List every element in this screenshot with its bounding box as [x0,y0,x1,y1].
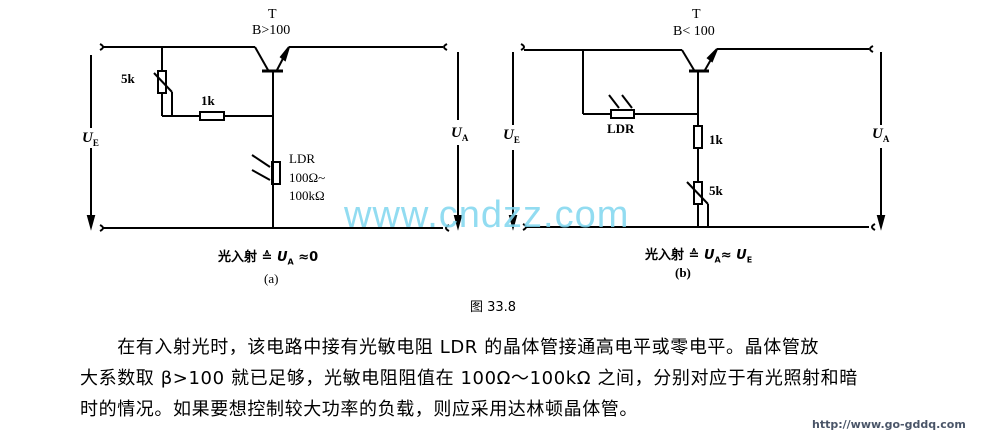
resistor-icon [199,111,225,121]
transistor-label-b: T [692,7,701,22]
arrow-down-icon [453,215,463,231]
arrow-down-icon [508,215,518,231]
circuit-a-wiring [86,43,463,232]
figure-title: 图 33.8 [470,300,517,315]
terminal-icon [99,224,104,232]
resistor-icon [693,125,703,149]
resistor-label-a: 1k [201,93,215,108]
beta-label-b: B< 100 [673,24,715,39]
source-url-watermark: http://www.go-gddq.com [812,418,966,431]
terminal-icon [871,223,876,231]
arrow-down-icon [86,215,96,231]
paragraph-line-3: 时的情况。如果要想控制较大功率的负载，则应采用达林顿晶体管。 [80,399,638,420]
npn-transistor-icon [254,46,290,228]
circuit-diagrams [86,43,886,232]
pot-label-b: 5k [709,183,723,198]
output-voltage-label-a: UA [451,125,469,143]
ldr-label-a: LDR [289,151,315,166]
ldr-icon [610,109,635,119]
terminal-icon [99,43,104,51]
watermark-cndzz: www.cndzz.com [344,194,630,236]
light-arrow-icon [608,94,620,109]
paragraph-line-2: 大系数取 β>100 就已足够，光敏电阻阻值在 100Ω～100kΩ 之间，分别… [80,368,858,389]
transistor-label-a: T [268,7,277,22]
beta-label-a: B>100 [252,23,291,38]
terminal-icon [443,43,448,51]
description-paragraph: 在有入射光时，该电路中接有光敏电阻 LDR 的晶体管接通高电平或零电平。晶体管放… [80,332,960,425]
npn-transistor-icon [681,48,718,126]
light-arrow-icon [251,154,271,168]
resistor-label-b: 1k [709,132,723,147]
terminal-icon [520,43,525,51]
light-arrow-icon [621,94,633,109]
terminal-icon [445,224,450,232]
light-arrow-icon [251,169,271,181]
sub-label-a: (a) [264,271,279,286]
caption-b: 光入射 ≙ UA≈ UE [645,248,753,265]
paragraph-line-1: 在有入射光时，该电路中接有光敏电阻 LDR 的晶体管接通高电平或零电平。晶体管放 [80,337,820,358]
input-voltage-label-a: UE [82,130,99,148]
terminal-icon [869,45,874,53]
ldr-icon [271,161,281,185]
pot-label-a: 5k [121,71,135,86]
sub-label-b: (b) [675,265,691,280]
circuit-b-wiring [508,43,886,231]
ldr-range-a-1: 100Ω~ [289,170,326,185]
ldr-label-b: LDR [607,121,635,136]
output-voltage-label-b: UA [872,126,890,144]
caption-a: 光入射 ≙ UA ≈0 [218,250,319,267]
input-voltage-label-b: UE [503,127,520,145]
ldr-range-a-2: 100kΩ [289,188,325,203]
arrow-down-icon [876,215,886,231]
